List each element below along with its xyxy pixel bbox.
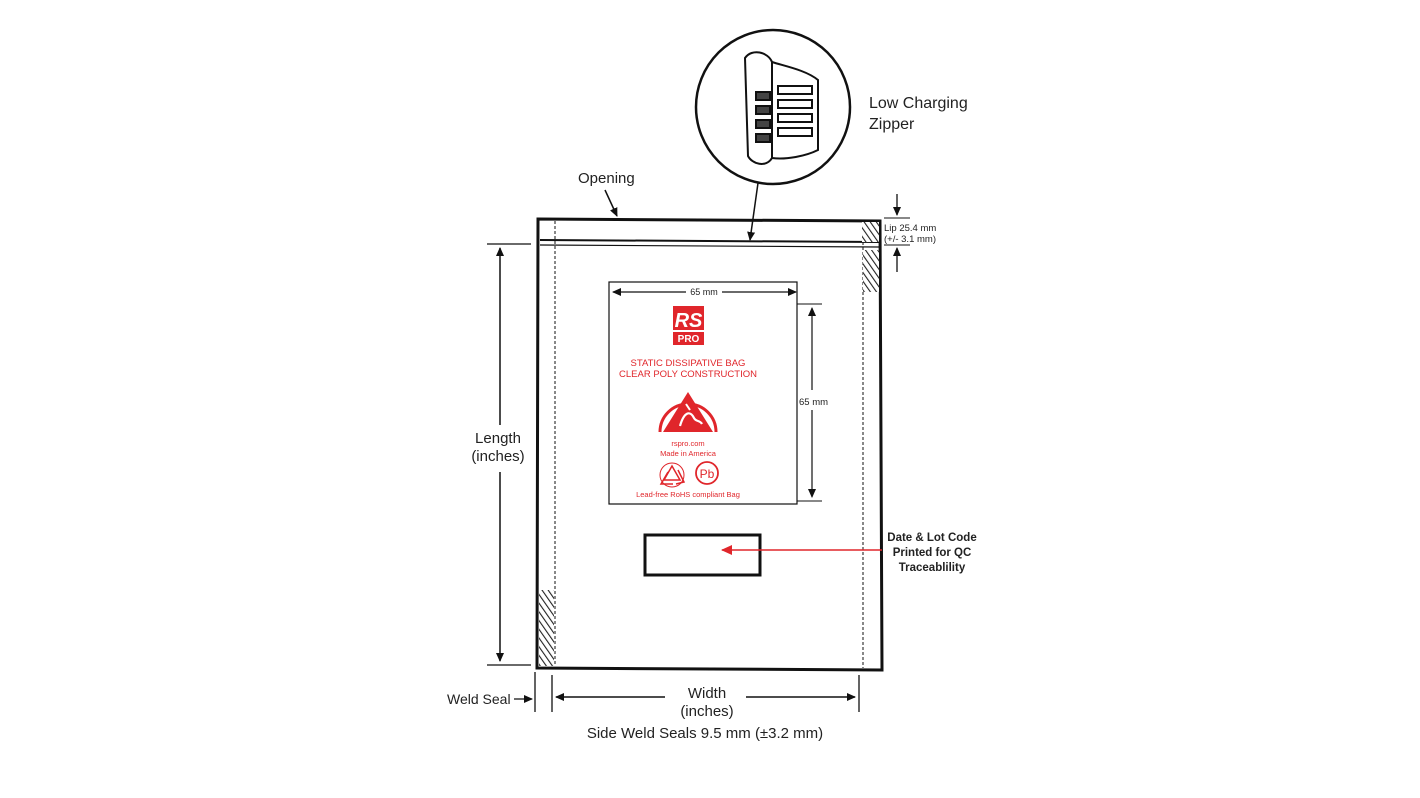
date-lot-code-box <box>643 533 762 577</box>
side-weld-caption: Side Weld Seals 9.5 mm (±3.2 mm) <box>587 725 823 742</box>
lead-free-icon: Pb <box>695 461 719 485</box>
lip-label: Lip 25.4 mm <box>884 223 936 234</box>
recycle-icon <box>659 462 686 488</box>
zipper-label: Low Charging <box>869 95 968 112</box>
label-footer: Lead-free RoHS compliant Bag <box>636 490 740 499</box>
length-unit: (inches) <box>471 448 524 465</box>
seal-hatch-bottom-left <box>539 590 554 666</box>
date-lot-label-1: Date & Lot Code <box>887 532 976 544</box>
logo-pro: PRO <box>678 334 700 345</box>
website: rspro.com <box>671 439 704 448</box>
zipper-detail-icon <box>694 28 852 186</box>
date-lot-label-2: Printed for QC <box>893 547 972 559</box>
logo-rs: RS <box>675 310 703 332</box>
bag-body <box>535 217 884 672</box>
bag-title-line2: CLEAR POLY CONSTRUCTION <box>619 369 757 380</box>
label-width-dim: 65 mm <box>690 287 718 297</box>
length-dimension <box>487 243 531 666</box>
zipper-label-2: Zipper <box>869 116 915 133</box>
esd-warning-icon <box>658 392 718 433</box>
width-dimension <box>551 675 860 712</box>
width-unit: (inches) <box>680 703 733 720</box>
rs-pro-logo: RS PRO <box>673 306 704 345</box>
lip-dimension <box>884 194 910 272</box>
lip-tolerance: (+/- 3.1 mm) <box>884 234 936 245</box>
seal-hatch-top-right <box>862 222 879 242</box>
date-lot-label-3: Traceablility <box>899 562 966 574</box>
weld-seal-label: Weld Seal <box>447 691 511 707</box>
opening-label: Opening <box>578 170 635 187</box>
pb-symbol: Pb <box>700 467 715 481</box>
label-height-dim: 65 mm <box>799 397 828 408</box>
width-label: Width <box>688 685 726 702</box>
seal-hatch-right <box>863 250 879 292</box>
weld-seal-marker <box>514 672 536 712</box>
made-in: Made in America <box>660 449 717 458</box>
bag-title-line1: STATIC DISSIPATIVE BAG <box>631 358 746 369</box>
length-label: Length <box>475 430 521 447</box>
